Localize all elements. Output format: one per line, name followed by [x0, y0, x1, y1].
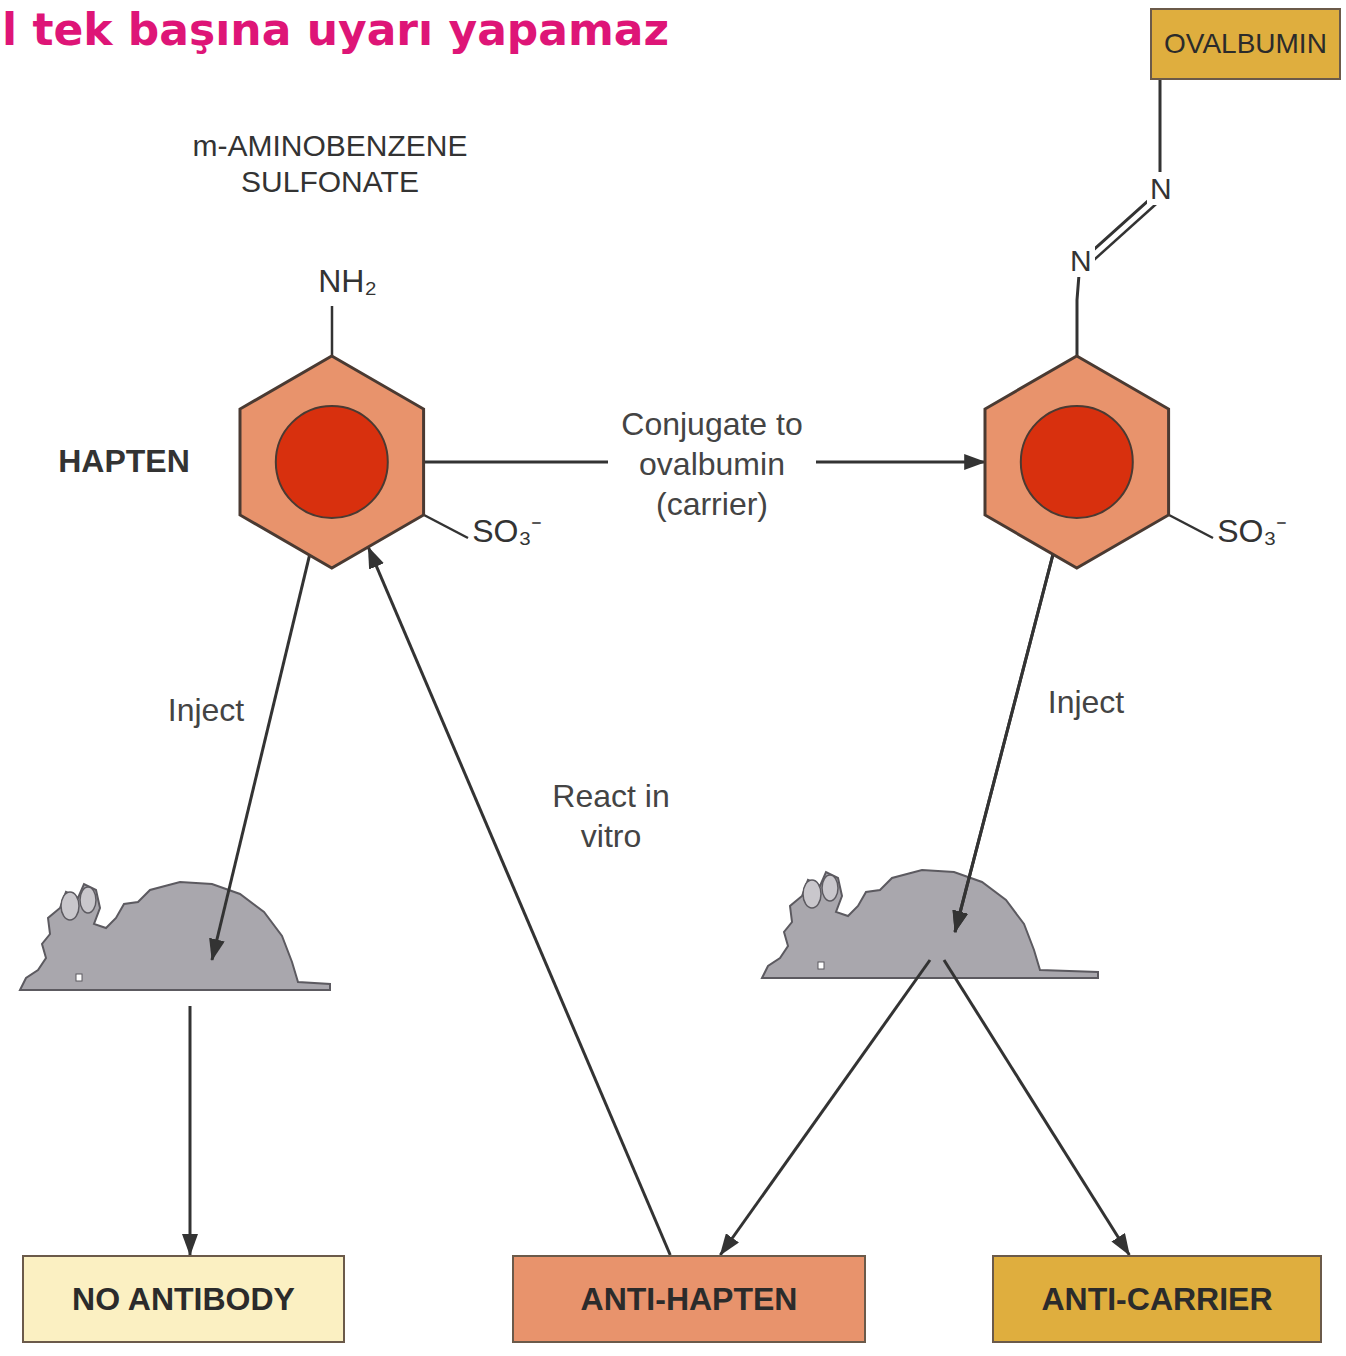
- hapten-ring: NH₂HAPTENSO₃⁻: [240, 356, 424, 568]
- connector-line: [720, 960, 930, 1255]
- connector-arrow: [1077, 80, 1160, 356]
- mouse-ear: [61, 892, 79, 920]
- connector-line: [212, 555, 310, 960]
- sulfonate-bond: [1169, 515, 1213, 538]
- edge-label: React in vitro: [545, 776, 677, 856]
- connector-line: [189, 1006, 192, 1255]
- edge-label: Inject: [1026, 682, 1146, 722]
- amine-bond: [331, 306, 334, 356]
- ring-circle: [1021, 406, 1133, 518]
- ring-text: HAPTEN: [58, 444, 190, 479]
- edge-label: Inject: [146, 690, 266, 730]
- mouse-ear: [803, 880, 821, 908]
- mouse-ear: [80, 887, 96, 913]
- sulfonate-bond: [424, 515, 468, 538]
- connector-line: [944, 960, 1129, 1255]
- compound-name: m-AMINOBENZENE SULFONATE: [170, 128, 490, 200]
- conjugate-ring: SO₃⁻: [985, 356, 1169, 568]
- carrier-box: OVALBUMIN: [1150, 8, 1341, 80]
- box-text: NO ANTIBODY: [72, 1281, 295, 1318]
- connector-arrow: [720, 554, 1053, 1255]
- edge-label: Conjugate to ovalbumin (carrier): [608, 404, 816, 524]
- slide-title: l tek başına uyarı yapamaz: [2, 4, 669, 55]
- result-box: ANTI-HAPTEN: [512, 1255, 866, 1343]
- connector-arrow: [944, 554, 1129, 1255]
- ring-text: SO₃⁻: [472, 514, 542, 549]
- result-box: NO ANTIBODY: [22, 1255, 345, 1343]
- benzene-ring: [985, 356, 1169, 568]
- connector-line: [1077, 80, 1160, 356]
- ring-outline: [240, 356, 424, 568]
- mouse-body: [20, 882, 330, 990]
- atom-label: N: [1067, 244, 1095, 277]
- box-text: ANTI-CARRIER: [1041, 1281, 1272, 1318]
- connector-line: [955, 554, 1053, 932]
- box-text: OVALBUMIN: [1164, 28, 1327, 60]
- connector-line: [955, 554, 1053, 932]
- connector-line: [368, 547, 670, 1255]
- ring-outline: [985, 356, 1169, 568]
- ring-text: SO₃⁻: [1217, 514, 1287, 549]
- connector-arrow: [190, 555, 310, 1255]
- ring-text: NH₂: [318, 264, 377, 299]
- connector-arrow: [368, 547, 670, 1255]
- double-bond-line: [1085, 196, 1165, 268]
- ring-circle: [276, 406, 388, 518]
- mouse-eye: [76, 974, 82, 981]
- mouse-eye: [818, 962, 824, 969]
- box-text: ANTI-HAPTEN: [581, 1281, 798, 1318]
- result-box: ANTI-CARRIER: [992, 1255, 1322, 1343]
- mouse-ear: [822, 875, 838, 901]
- atom-label: N: [1147, 172, 1175, 205]
- benzene-ring: [240, 356, 424, 568]
- mouse-figure: [20, 882, 330, 990]
